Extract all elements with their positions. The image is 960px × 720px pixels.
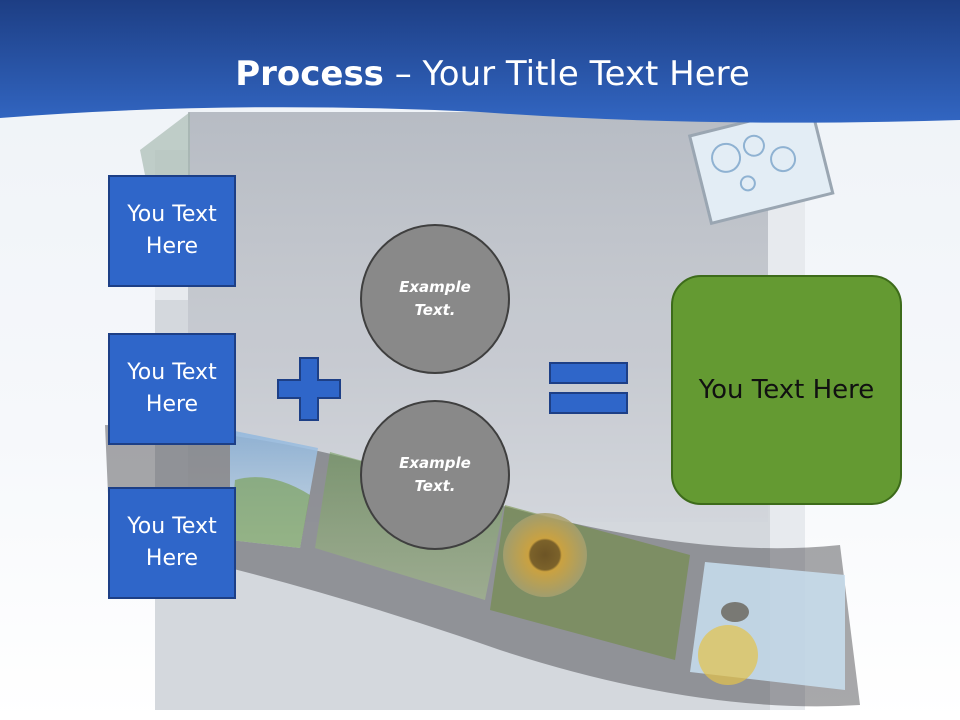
page-title: Process – Your Title Text Here (0, 50, 960, 98)
header-band (0, 0, 960, 123)
text-box-label: You Text Here (127, 514, 217, 571)
title-bold: Process (235, 54, 384, 94)
equals-icon (549, 362, 628, 414)
text-box-label: You Text Here (127, 360, 217, 417)
result-label: You Text Here (698, 375, 875, 405)
text-box-label: You Text Here (127, 202, 217, 259)
result-box[interactable]: You Text Here (671, 275, 902, 505)
circle-label: Example Text. (399, 454, 471, 495)
text-box-1[interactable]: You Text Here (108, 175, 236, 287)
example-circle-1[interactable]: Example Text. (360, 224, 510, 374)
text-box-3[interactable]: You Text Here (108, 487, 236, 599)
circle-label: Example Text. (399, 278, 471, 319)
text-box-2[interactable]: You Text Here (108, 333, 236, 445)
title-rest: – Your Title Text Here (383, 54, 750, 94)
plus-icon (277, 357, 341, 421)
example-circle-2[interactable]: Example Text. (360, 400, 510, 550)
